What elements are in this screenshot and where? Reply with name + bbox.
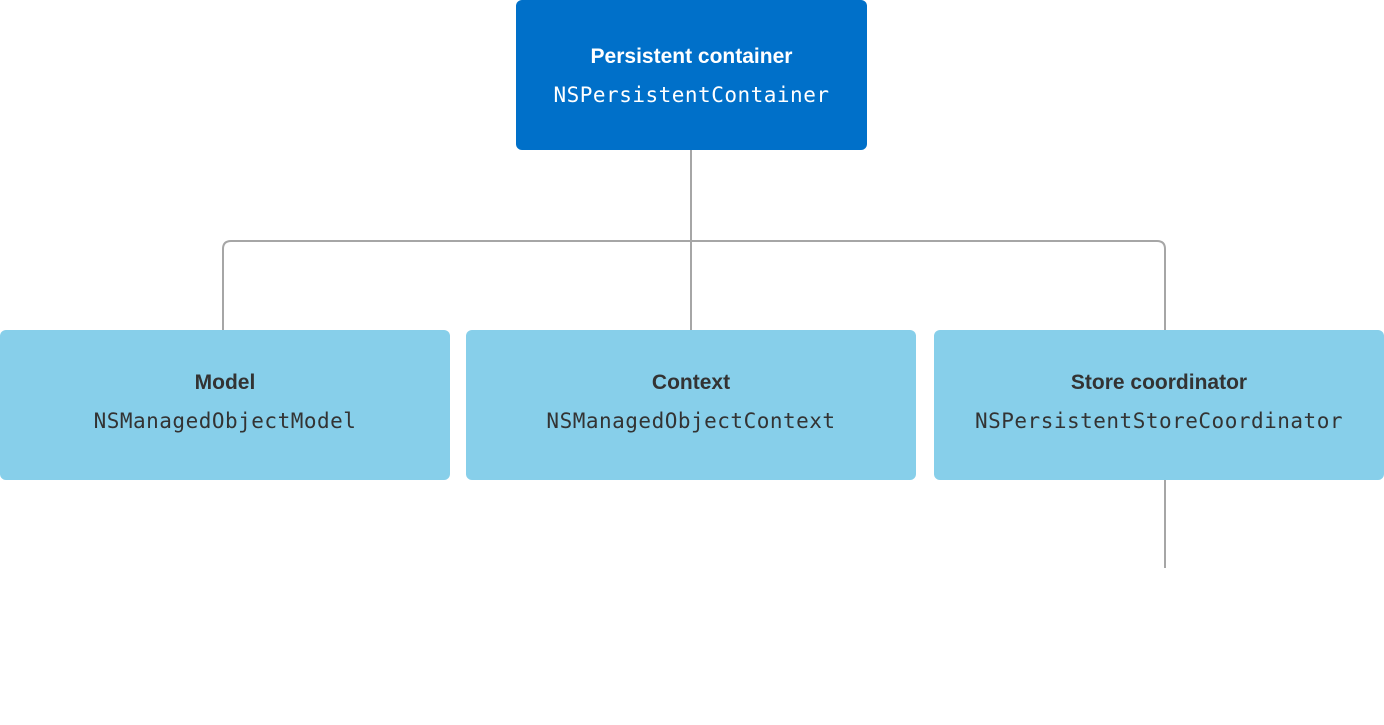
persistent-container-class-name: NSPersistentContainer [553, 83, 830, 107]
branch-line [222, 240, 1166, 330]
context-title: Context [651, 371, 731, 394]
store-coordinator-class-name: NSPersistentStoreCoordinator [974, 409, 1343, 433]
model-title: Model [194, 371, 256, 394]
store-coordinator-node: Store coordinator NSPersistentStoreCoord… [934, 330, 1384, 480]
context-node: Context NSManagedObjectContext [466, 330, 916, 480]
persistent-container-node: Persistent container NSPersistentContain… [516, 0, 867, 150]
store-coordinator-title: Store coordinator [1070, 371, 1248, 394]
model-class-name: NSManagedObjectModel [93, 409, 357, 433]
persistent-container-title: Persistent container [590, 45, 793, 68]
context-class-name: NSManagedObjectContext [546, 409, 836, 433]
model-node: Model NSManagedObjectModel [0, 330, 450, 480]
